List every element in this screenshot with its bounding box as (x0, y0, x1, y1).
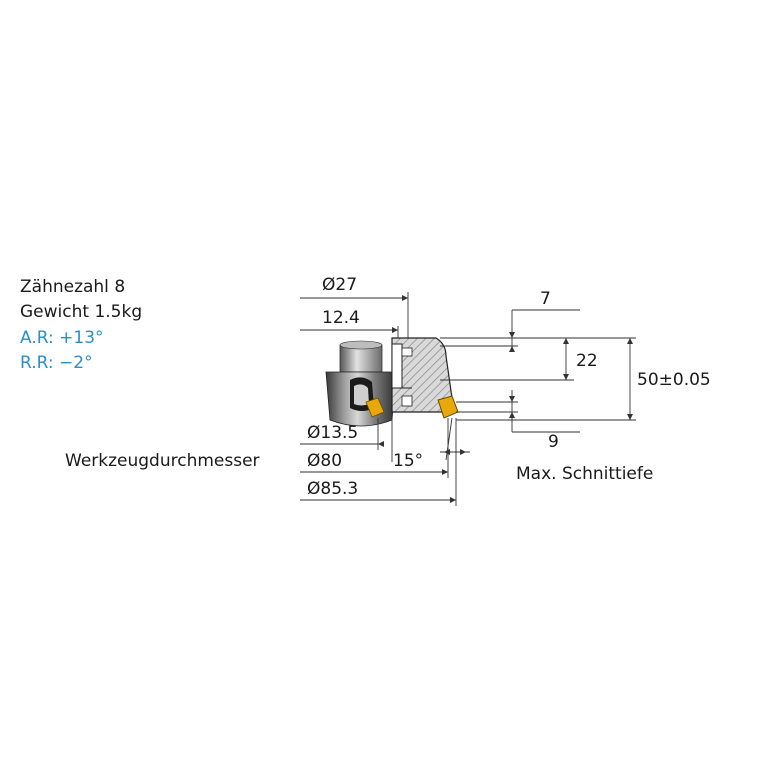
arrowheads (378, 295, 633, 503)
angle-label: 15° (393, 451, 423, 471)
dimension-lines (300, 292, 636, 506)
insert-section (437, 395, 459, 419)
dim-22-label: 22 (576, 351, 598, 371)
bore-depth-label: 12.4 (322, 308, 360, 328)
height-label: 50±0.05 (637, 370, 711, 390)
teeth-count: Zähnezahl 8 (20, 277, 125, 297)
tool-diameter-caption: Werkzeugdurchmesser (65, 451, 260, 471)
cutter-3d-view (325, 340, 397, 427)
outer-diameter-label: Ø85.3 (307, 479, 358, 499)
small-diameter-label: Ø13.5 (307, 423, 358, 443)
bore-diameter-label: Ø27 (322, 275, 357, 295)
dim-7-label: 7 (540, 289, 551, 309)
radial-rake: R.R: −2° (20, 353, 93, 373)
insert-3d (365, 397, 385, 418)
dim-9-label: 9 (548, 432, 559, 452)
tool-diameter-label: Ø80 (307, 451, 342, 471)
axial-rake: A.R: +13° (20, 328, 104, 348)
cutter-cross-section (391, 337, 459, 419)
max-cut-depth-label: Max. Schnittiefe (516, 464, 653, 484)
tool-weight: Gewicht 1.5kg (20, 302, 142, 322)
